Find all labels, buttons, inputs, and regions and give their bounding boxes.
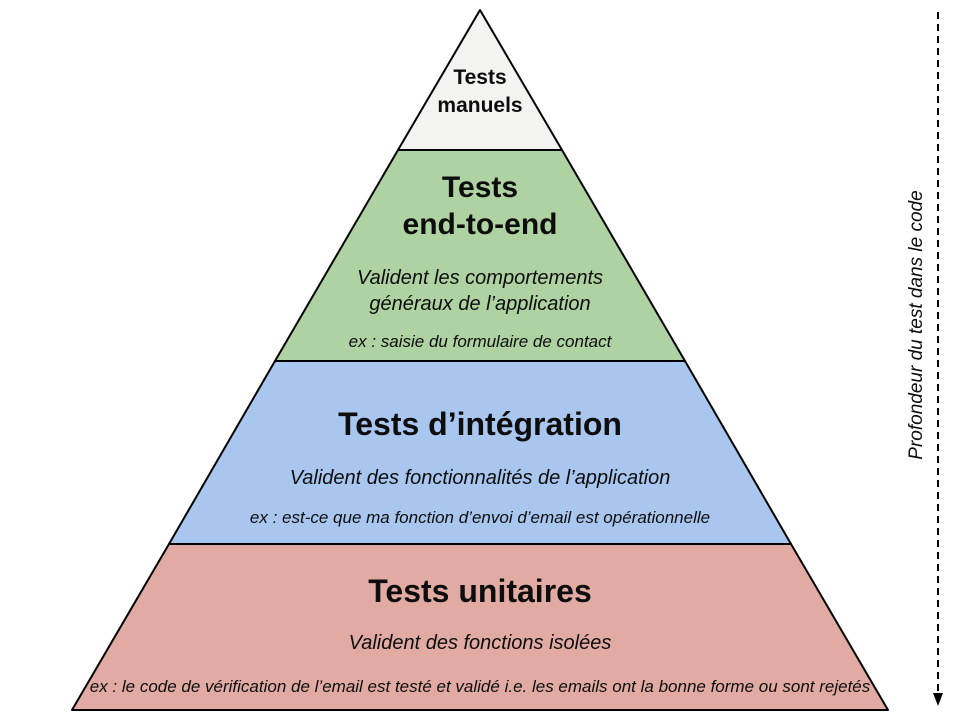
- level-integration-title: Tests d’intégration: [338, 406, 622, 442]
- level-integration-example: ex : est-ce que ma fonction d’envoi d’em…: [249, 508, 711, 527]
- level-unit-description: Valident des fonctions isolées: [348, 632, 612, 654]
- level-e2e-description: Valident les comportements généraux de l…: [356, 267, 604, 315]
- level-manual-title: Tests manuels: [437, 66, 523, 117]
- level-unit-title: Tests unitaires: [368, 573, 592, 609]
- level-unit-example: ex : le code de vérification de l’email …: [89, 677, 871, 696]
- level-integration-description: Valident des fonctionnalités de l’applic…: [289, 467, 671, 489]
- level-e2e-example: ex : saisie du formulaire de contact: [348, 332, 612, 351]
- depth-axis-label: Profondeur du test dans le code: [906, 190, 927, 460]
- depth-axis-arrowhead-icon: [933, 693, 943, 706]
- level-e2e-title: Tests end-to-end: [402, 171, 558, 241]
- pyramid-level-unit-shape: [71, 543, 889, 711]
